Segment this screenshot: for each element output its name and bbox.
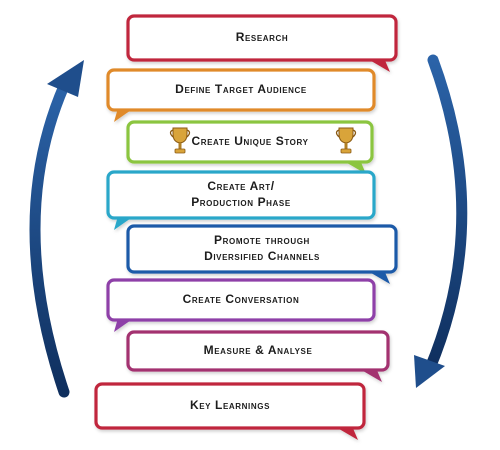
step-label: Measure & Analyse (204, 343, 313, 357)
step-label: Research (236, 30, 289, 44)
step-3: Create Unique Story (126, 120, 374, 174)
trophy-icon (335, 127, 357, 154)
step-bubble (94, 382, 366, 430)
step-7: Measure & Analyse (126, 330, 390, 382)
step-label: Diversified Channels (204, 249, 320, 263)
step-label: Production Phase (191, 195, 291, 209)
cycle-arrow-left (29, 60, 84, 398)
step-bubble (126, 224, 398, 274)
step-bubble (106, 68, 376, 112)
step-bubble (106, 278, 376, 322)
step-2: Define Target Audience (106, 68, 376, 122)
step-6: Create Conversation (106, 278, 376, 332)
step-label: Create Unique Story (191, 134, 308, 148)
step-8: Key Learnings (94, 382, 366, 440)
step-bubble (126, 14, 398, 62)
step-bubble (106, 170, 376, 220)
step-1: Research (126, 14, 398, 72)
step-label: Promote through (214, 233, 310, 247)
step-label: Create Art/ (207, 179, 274, 193)
step-label: Define Target Audience (175, 82, 307, 96)
cycle-arrow-right (414, 54, 468, 388)
step-label: Key Learnings (190, 398, 270, 412)
step-label: Create Conversation (183, 292, 300, 306)
step-4: Create Art/Production Phase (106, 170, 376, 230)
trophy-icon (169, 127, 191, 154)
step-bubble (126, 330, 390, 372)
